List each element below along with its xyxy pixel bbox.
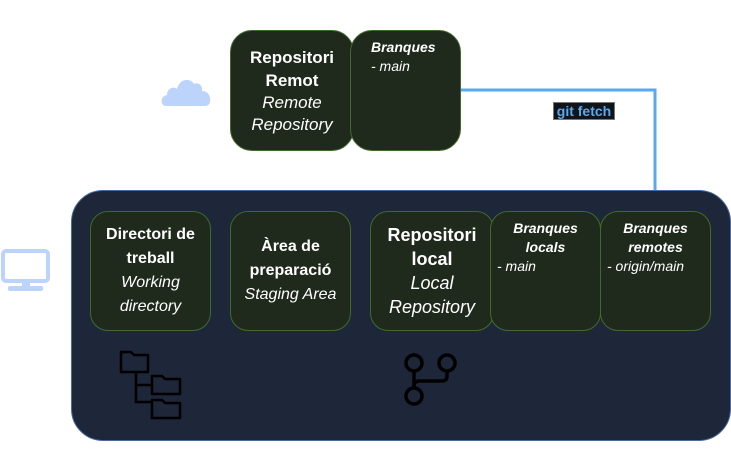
local-repository-box: Repositori local Local Repository <box>370 211 494 331</box>
remote-branches-box: Branques - main <box>350 30 461 151</box>
staging-title-2: preparació <box>249 262 332 279</box>
remote-tracking-header-1: Branques <box>623 220 688 236</box>
local-repo-title-1: Repositori <box>387 225 477 245</box>
remote-branch-item: - main <box>371 58 410 74</box>
local-repo-title-2: local <box>411 249 453 269</box>
working-dir-subtitle-2: directory <box>119 298 182 315</box>
git-branch-icon <box>402 352 460 408</box>
remote-repo-subtitle-2: Repository <box>251 114 333 134</box>
staging-area-box: Àrea de preparació Staging Area <box>230 211 351 331</box>
remote-tracking-branch-item: - origin/main <box>607 258 685 274</box>
local-branches-box: Branques locals - main <box>490 211 601 331</box>
staging-title-1: Àrea de <box>261 238 320 255</box>
remote-branches-header: Branques <box>371 39 436 55</box>
cloud-icon <box>160 74 212 108</box>
local-repo-subtitle-1: Local <box>410 273 454 293</box>
remote-repo-subtitle-1: Remote <box>262 92 322 112</box>
working-dir-subtitle-1: Working <box>121 274 180 291</box>
working-dir-title-1: Directori de <box>106 226 195 243</box>
working-dir-title-2: treball <box>126 250 175 267</box>
local-repo-subtitle-2: Repository <box>388 297 476 317</box>
computer-icon <box>0 248 52 294</box>
local-branch-item: - main <box>497 258 536 274</box>
remote-repo-title-2: Remot <box>265 70 319 90</box>
remote-repo-title-1: Repositori <box>249 47 335 67</box>
remote-tracking-branches-box: Branques remotes - origin/main <box>600 211 711 331</box>
staging-subtitle: Staging Area <box>244 286 337 303</box>
git-fetch-label: git fetch <box>553 102 615 120</box>
local-branches-header-2: locals <box>525 239 566 255</box>
working-directory-box: Directori de treball Working directory <box>90 211 211 331</box>
local-branches-header-1: Branques <box>513 220 578 236</box>
folder-tree-icon <box>118 350 184 422</box>
remote-repository-box: Repositori Remot Remote Repository <box>230 30 354 151</box>
remote-tracking-header-2: remotes <box>628 239 683 255</box>
